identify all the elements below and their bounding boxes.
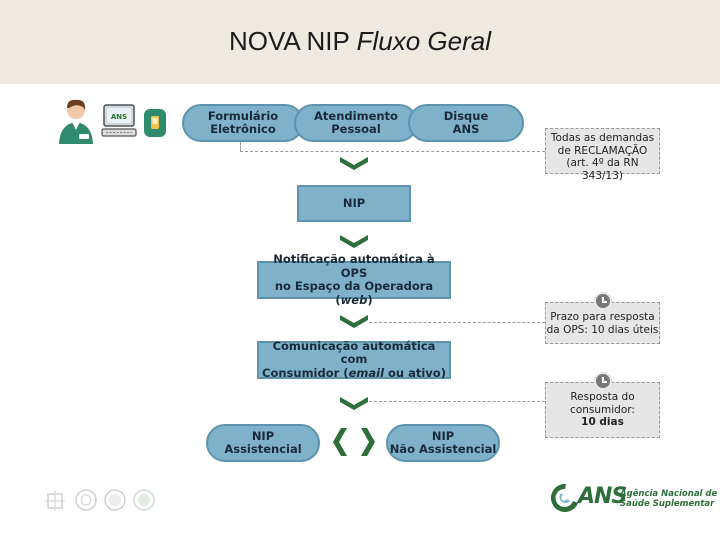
chevron-down-icon	[340, 397, 368, 410]
channel-atendimento: Atendimento Pessoal	[294, 104, 418, 142]
clock-icon	[594, 292, 612, 310]
clock-icon	[594, 372, 612, 390]
page-title: NOVA NIP Fluxo Geral	[0, 26, 720, 57]
note-prazo-text: Prazo para resposta da OPS: 10 dias útei…	[546, 311, 659, 336]
chevron-down-icon	[340, 157, 368, 170]
chevron-left-icon	[333, 428, 347, 456]
monitor-badge: ANS	[111, 113, 127, 121]
title-bold: NOVA NIP	[228, 26, 350, 56]
outcome-nao-assistencial: NIP Não Assistencial	[386, 424, 500, 462]
note-prazo: Prazo para resposta da OPS: 10 dias útei…	[545, 302, 660, 344]
comunicacao-line1: Comunicação automática com	[272, 338, 436, 367]
outcome-assistencial: NIP Assistencial	[206, 424, 320, 462]
connector-line	[240, 142, 241, 152]
comunicacao-line2: Consumidor (email ou ativo)	[262, 365, 446, 380]
notificacao-box: Notificação automática à OPS no Espaço d…	[257, 252, 451, 306]
ans-logo-line1: Agência Nacional de	[620, 489, 718, 499]
connector-line	[240, 151, 545, 152]
nip-box-label: NIP	[342, 195, 366, 210]
seal-icon	[75, 489, 97, 511]
note-resposta: Resposta do consumidor: 10 dias	[545, 382, 660, 438]
chevron-down-icon	[340, 315, 368, 328]
channel-disque-label: Disque ANS	[443, 109, 489, 136]
note-resposta-value: 10 dias	[581, 416, 624, 428]
chevron-right-icon	[361, 428, 375, 456]
note-demandas: Todas as demandas de RECLAMAÇÃO (art. 4º…	[545, 128, 660, 182]
channel-disque: Disque ANS	[408, 104, 524, 142]
channel-formulario: Formulário Eletrônico	[182, 104, 304, 142]
channel-atendimento-label: Atendimento Pessoal	[314, 109, 398, 136]
connector-line	[369, 322, 545, 323]
note-demandas-text: Todas as demandas de RECLAMAÇÃO (art. 4º…	[550, 132, 655, 182]
phone-icon	[144, 109, 166, 137]
notificacao-line2: no Espaço da Operadora (web)	[274, 279, 434, 307]
nip-box: NIP	[297, 185, 411, 222]
comunicacao-box: Comunicação automática com Consumidor (e…	[257, 338, 451, 380]
channel-formulario-label: Formulário Eletrônico	[207, 109, 279, 136]
header-band	[0, 0, 720, 84]
title-italic: Fluxo Geral	[356, 26, 492, 56]
seal-icon	[45, 491, 65, 511]
connector-line	[369, 401, 545, 402]
ans-logo-line2: Saúde Suplementar	[620, 499, 715, 509]
ans-logo-brand: ANS	[578, 484, 627, 509]
ans-logo	[550, 483, 578, 512]
outcome-assistencial-label: NIP Assistencial	[224, 429, 302, 456]
note-resposta-text: Resposta do consumidor:	[570, 391, 635, 416]
seal-icon	[133, 489, 155, 511]
outcome-nao-assistencial-label: NIP Não Assistencial	[389, 429, 497, 456]
seal-icon	[104, 489, 126, 511]
chevron-down-icon	[340, 235, 368, 248]
computer-monitor-icon: ANS	[101, 104, 137, 137]
notificacao-line1: Notificação automática à OPS	[273, 252, 435, 280]
attendant-person-icon	[59, 99, 93, 144]
